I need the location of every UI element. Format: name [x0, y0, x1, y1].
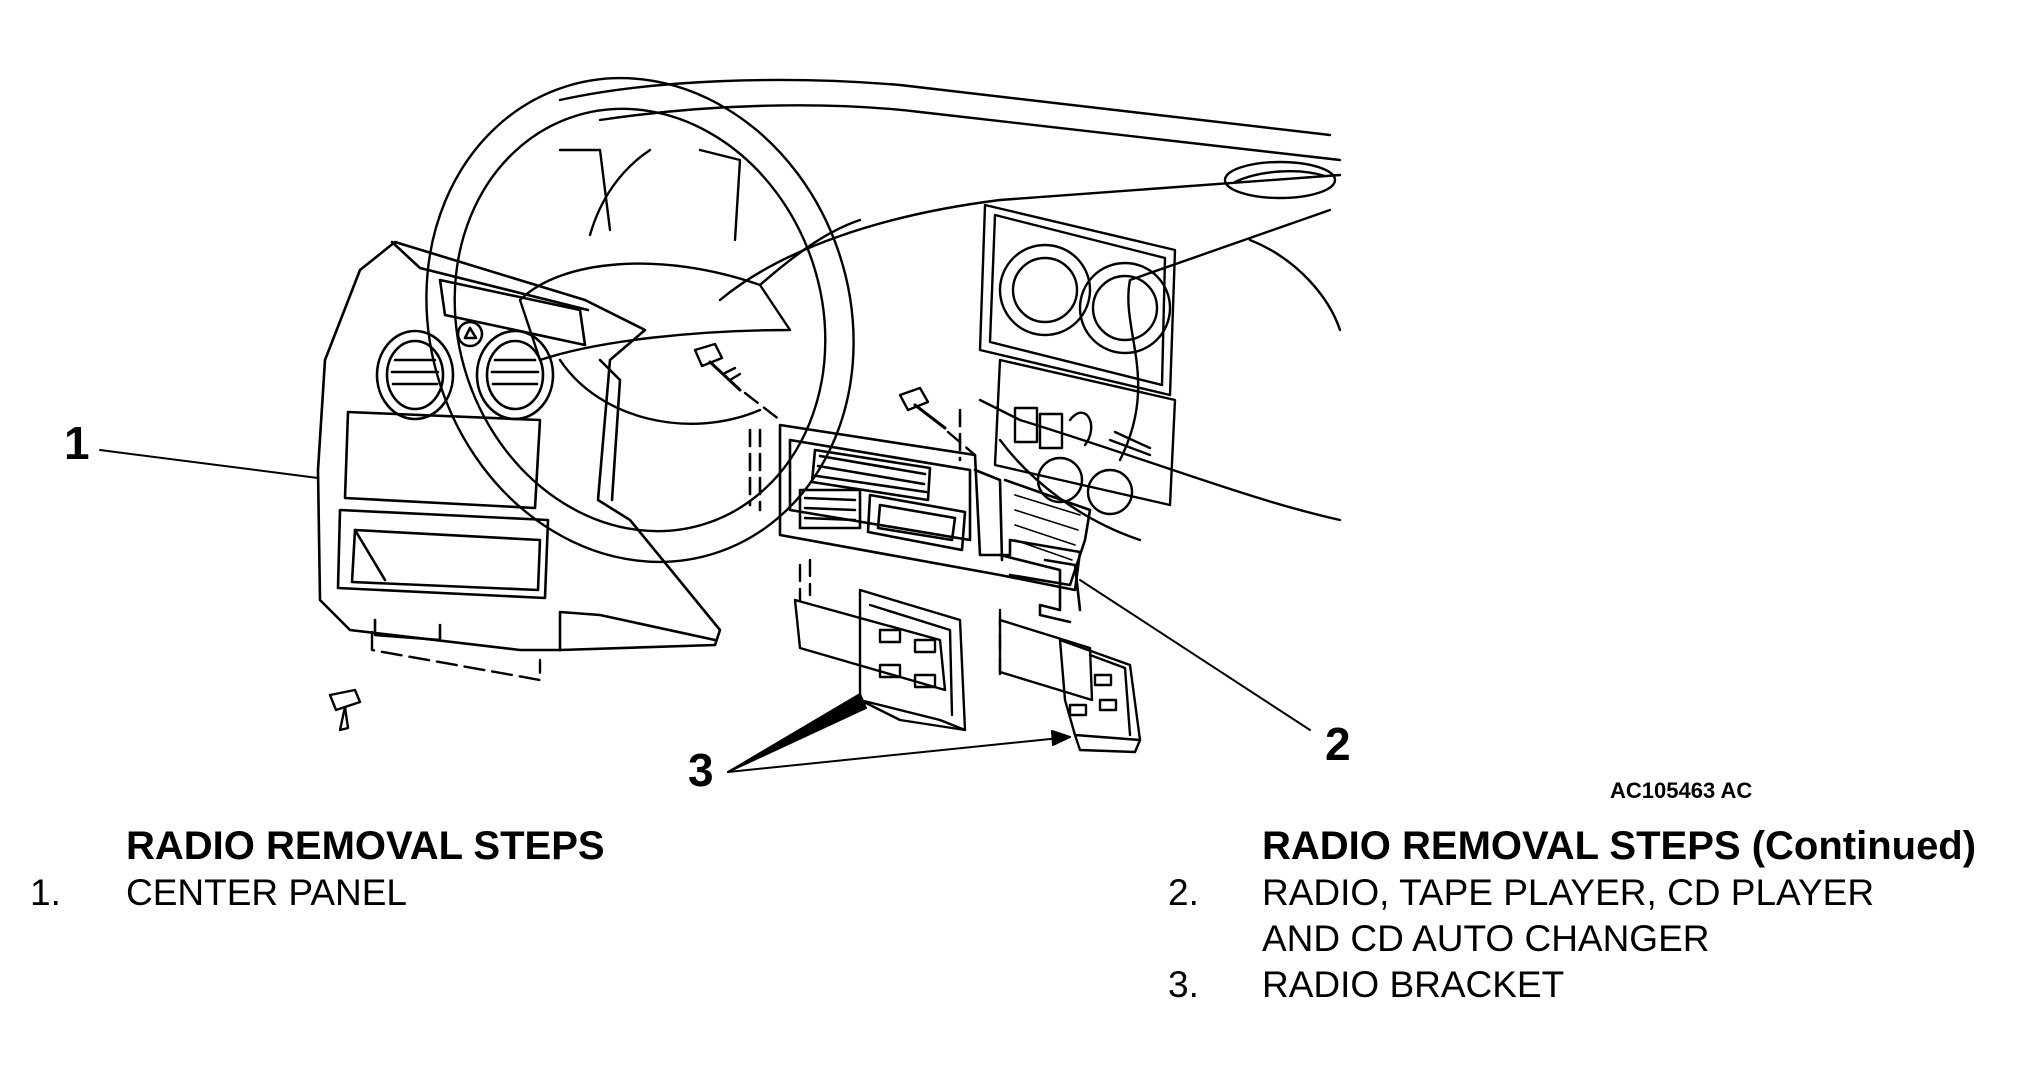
- radio-bracket-left: [795, 560, 965, 730]
- removal-steps-right: RADIO REMOVAL STEPS (Continued) 2. RADIO…: [1150, 822, 2030, 1008]
- callout-3-label: 3: [688, 744, 714, 796]
- steps-heading: RADIO REMOVAL STEPS: [126, 824, 605, 868]
- callout-2-label: 2: [1325, 718, 1351, 770]
- step-item: 2. RADIO, TAPE PLAYER, CD PLAYER AND CD …: [1150, 870, 2030, 962]
- radio-unit: [750, 410, 1090, 622]
- upper-screws: [695, 344, 975, 455]
- removal-steps-left: RADIO REMOVAL STEPS 1. CENTER PANEL: [0, 822, 760, 916]
- callout-1-leader: [100, 450, 318, 478]
- callout-2-leader: [1080, 580, 1310, 730]
- step-number: 1.: [30, 872, 61, 913]
- lower-screw: [330, 632, 540, 730]
- radio-bracket-right: [1000, 610, 1140, 752]
- center-panel: [318, 242, 720, 650]
- step-text: CENTER PANEL: [126, 872, 407, 913]
- steps-heading-continued: RADIO REMOVAL STEPS (Continued): [1262, 824, 1977, 868]
- step-item: 1. CENTER PANEL: [0, 870, 760, 916]
- step-number: 2.: [1168, 872, 1199, 913]
- step-text: RADIO, TAPE PLAYER, CD PLAYER AND CD AUT…: [1262, 872, 1875, 959]
- step-text: RADIO BRACKET: [1262, 964, 1565, 1005]
- callout-3-leaders: [728, 694, 1070, 772]
- callout-1-label: 1: [64, 417, 90, 469]
- figure-code: AC105463 AC: [1610, 778, 1752, 803]
- step-item: 3. RADIO BRACKET: [1150, 962, 2030, 1008]
- step-number: 3.: [1168, 964, 1199, 1005]
- dashboard-outline: [560, 80, 1340, 540]
- steering-wheel: [365, 22, 916, 618]
